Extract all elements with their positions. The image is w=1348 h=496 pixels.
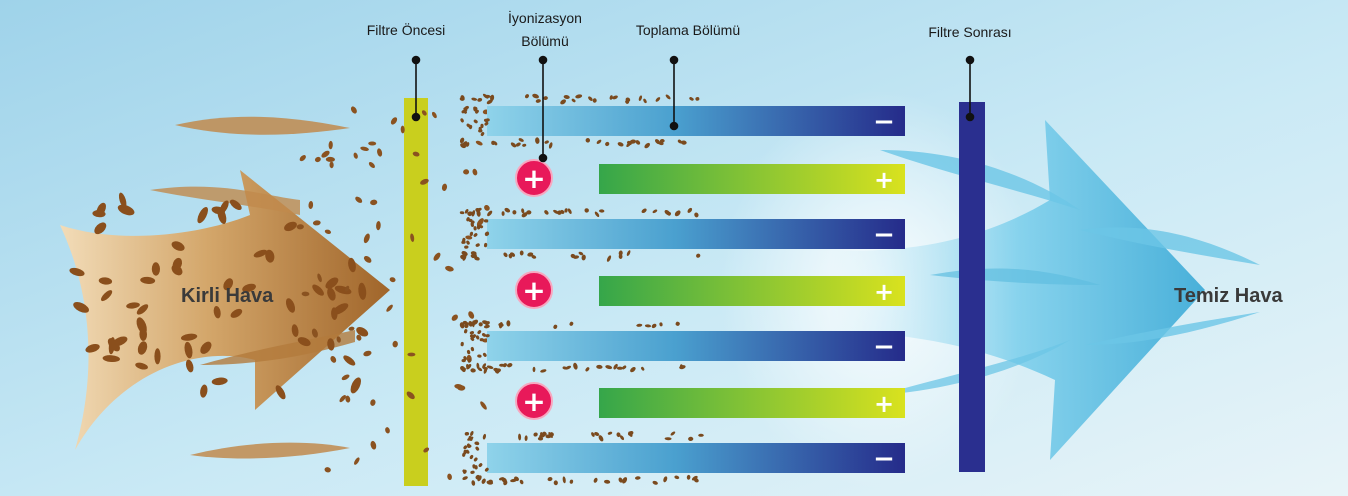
loose-particles [296,106,492,480]
positive-sign: + [874,390,894,418]
ion-marker: + [515,271,553,309]
post-filter [959,102,985,472]
negative-sign: − [873,444,895,474]
collection-label: Toplama Bölümü [636,22,740,38]
negative-sign: − [873,107,895,137]
clean-air-arrow [830,120,1260,460]
ion-marker: + [515,382,553,420]
collected-particles [459,93,704,486]
dirty-air-label: Kirli Hava [181,285,274,307]
pre-filter-label: Filtre Öncesi [367,21,446,38]
post-filter-label: Filtre Sonrası [928,24,1011,40]
positive-plate: + [599,388,905,418]
negative-plate: − [487,331,905,362]
ion-sign: + [522,385,545,418]
ionization-label-line1: İyonizasyon [508,9,582,26]
negative-plate: − [487,106,905,137]
negative-plate: − [487,219,905,250]
dirt-particles [69,192,369,400]
negative-plate: − [487,443,905,474]
dirty-air-arrow [60,116,390,459]
pre-filter [404,98,428,486]
positive-plate: + [599,164,905,194]
ion-sign: + [522,162,545,195]
positive-sign: + [874,166,894,194]
negative-sign: − [873,220,895,250]
positive-plate: + [599,276,905,306]
clean-air-label: Temiz Hava [1174,285,1283,307]
ionization-label-line2: Bölümü [521,33,568,49]
ion-marker: + [515,159,553,197]
positive-sign: + [874,278,894,306]
leader-lines [411,55,975,163]
negative-sign: − [873,332,895,362]
ion-sign: + [522,274,545,307]
